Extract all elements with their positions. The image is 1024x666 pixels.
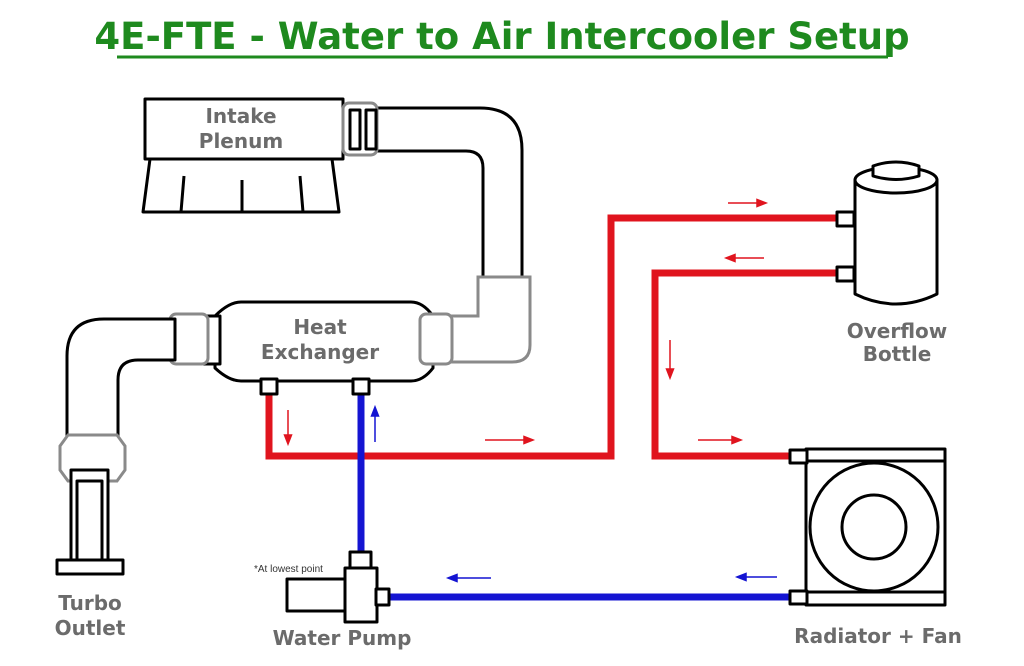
water-pump-label: Water Pump [273,626,412,650]
lowest-point-note: *At lowest point [254,564,323,575]
intake-plenum-label: Intake [205,104,276,128]
arrow-right-icon [485,435,536,445]
heat-exchanger-label: Exchanger [261,340,379,364]
intake-pipe-upper [341,101,532,364]
arrow-left-icon [723,253,764,263]
turbo-outlet-label: Turbo [58,591,122,615]
overflow-bottle [835,160,939,306]
turbo-outlet-label: Outlet [55,616,126,640]
arrow-left-icon [445,573,491,583]
radiator-fan [788,447,947,607]
arrow-left-icon [734,572,777,582]
radiator-fan-label: Radiator + Fan [794,624,962,648]
overflow-bottle-label: Overflow [847,319,948,343]
arrow-right-icon [698,435,744,445]
water-pump [285,550,391,624]
arrow-up-icon [370,404,380,442]
overflow-bottle-label: Bottle [863,342,932,366]
flow-arrows [283,198,777,583]
arrow-down-icon [283,410,293,447]
intake-plenum-label: Plenum [199,129,283,153]
arrow-down-icon [665,340,675,381]
hot-line-bottle-to-radiator [651,269,838,460]
turbo-outlet-pipe [55,317,177,576]
intake-plenum [141,97,345,214]
page-title: 4E-FTE - Water to Air Intercooler Setup [94,15,909,58]
hot-coolant-lines [265,214,838,460]
heat-exchanger-label: Heat [293,315,347,339]
cold-coolant-lines [357,394,792,601]
arrow-right-icon [728,198,769,208]
hot-line-hx-to-bottle [265,214,838,460]
heat-exchanger [168,300,454,396]
